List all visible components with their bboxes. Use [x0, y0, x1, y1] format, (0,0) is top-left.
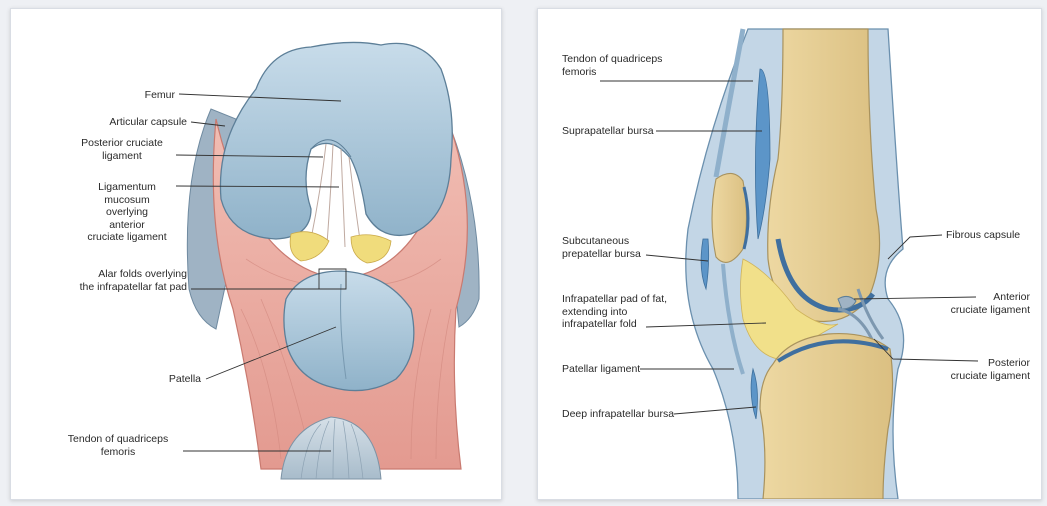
label-femur: Femur — [111, 89, 175, 102]
patella-sagittal — [712, 173, 747, 262]
label-articular-capsule: Articular capsule — [71, 116, 187, 129]
femur-sagittal — [768, 29, 880, 322]
label-deep-bursa: Deep infrapatellar bursa — [562, 408, 674, 421]
femur-shape — [220, 42, 452, 239]
label-patellar-ligament: Patellar ligament — [562, 363, 640, 376]
fat-pad-left — [290, 232, 329, 261]
label-suprapatellar-bursa: Suprapatellar bursa — [562, 125, 654, 138]
label-patella: Patella — [121, 373, 201, 386]
knee-anterior-illustration — [11, 9, 501, 499]
left-figure-panel: Femur Articular capsule Posterior crucia… — [10, 8, 502, 500]
fat-pad-right — [351, 235, 391, 263]
label-fibrous-capsule: Fibrous capsule — [946, 229, 1020, 242]
